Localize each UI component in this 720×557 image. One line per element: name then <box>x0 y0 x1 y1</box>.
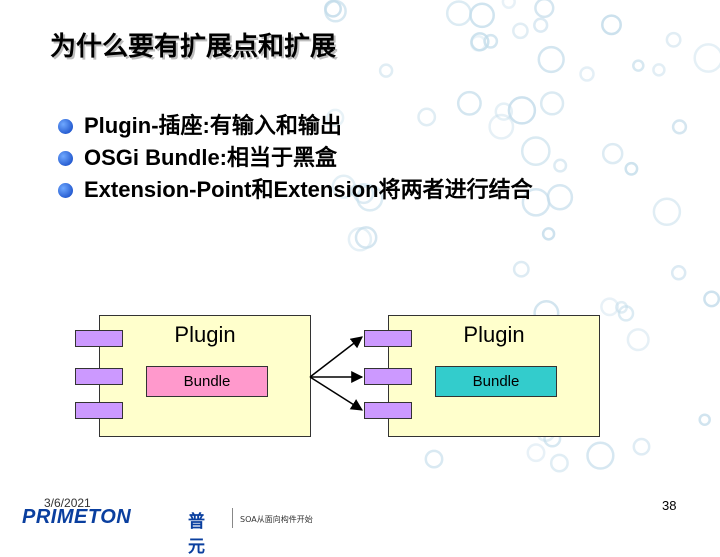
bg-circle <box>615 300 628 314</box>
bg-circle <box>601 142 624 165</box>
bg-circle <box>507 96 537 125</box>
bg-circle <box>549 453 569 473</box>
bg-circle <box>534 0 555 19</box>
bullet-dot-icon <box>58 119 73 134</box>
bg-circle <box>579 66 595 82</box>
connector-port <box>75 368 123 385</box>
bg-circle <box>469 2 495 29</box>
bg-circle <box>586 441 615 470</box>
logo-divider <box>232 508 233 528</box>
bg-circle <box>417 107 437 127</box>
bg-circle <box>424 449 444 469</box>
bullet-dot-icon <box>58 151 73 166</box>
bg-circle <box>445 0 472 27</box>
slide-date: 3/6/2021 <box>44 496 91 510</box>
bg-circle <box>470 32 490 52</box>
bg-circle <box>512 260 530 278</box>
logo-brand: PRIMETON <box>22 506 132 528</box>
bg-circle <box>693 43 720 73</box>
bg-circle <box>469 35 487 52</box>
bundle-label: Bundle <box>146 366 268 397</box>
bg-circle <box>601 14 622 36</box>
bg-circle <box>354 226 378 249</box>
bullet-item: Plugin-插座:有输入和输出 <box>58 110 638 142</box>
bg-circle <box>501 0 516 9</box>
logo-tagline: SOA从面向构件开始 <box>240 515 313 524</box>
bg-circle <box>526 443 546 463</box>
bg-circle <box>456 90 482 116</box>
plugin-label: Plugin <box>174 322 236 347</box>
plugin-box-right: Plugin Bundle <box>364 315 600 437</box>
bg-circle <box>521 187 551 217</box>
bg-circle <box>703 290 720 308</box>
plugin-label: Plugin <box>463 322 525 347</box>
bg-circle <box>488 113 515 140</box>
plugin-box-left: Plugin Bundle <box>75 315 311 437</box>
connector-port <box>364 402 412 419</box>
bullet-text: Plugin-插座:有输入和输出 <box>84 113 342 138</box>
bullet-text: OSGi Bundle:相当于黑盒 <box>84 145 338 170</box>
connector-port <box>364 330 412 347</box>
bg-circle <box>326 108 345 127</box>
bg-circle <box>632 437 651 456</box>
bg-circle <box>378 63 394 78</box>
bg-circle <box>652 63 666 77</box>
connector-port <box>364 368 412 385</box>
bundle-label: Bundle <box>435 366 557 397</box>
page-number: 38 <box>662 498 677 513</box>
bg-circle <box>494 102 514 121</box>
bg-circle <box>512 22 529 40</box>
bullet-dot-icon <box>58 183 73 198</box>
bg-circle <box>626 328 650 352</box>
bg-circle <box>553 158 568 173</box>
bg-circle <box>624 161 639 176</box>
bg-circle <box>324 0 347 23</box>
logo-chinese: 普元 <box>188 512 205 557</box>
connector-port <box>75 330 123 347</box>
bg-circle <box>537 45 565 74</box>
bg-circle <box>670 265 687 281</box>
bg-circle <box>652 197 682 227</box>
bg-circle <box>671 119 688 135</box>
bg-circle <box>698 413 711 426</box>
connector-port <box>75 402 123 419</box>
slide-title: 为什么要有扩展点和扩展 <box>50 32 337 62</box>
bg-circle <box>539 91 565 116</box>
bg-circle <box>541 227 556 241</box>
bg-circle <box>349 184 363 198</box>
bg-circle <box>533 17 549 33</box>
bg-circle <box>665 31 682 48</box>
bullet-text: Extension-Point和Extension将两者进行结合 <box>84 177 533 202</box>
bg-circle <box>632 59 645 72</box>
bg-circle <box>600 297 620 317</box>
bg-circle <box>520 136 551 166</box>
bullet-list: Plugin-插座:有输入和输出 OSGi Bundle:相当于黑盒 Exten… <box>58 110 638 206</box>
bg-circle <box>483 33 499 49</box>
bg-circle <box>353 183 375 205</box>
bullet-item: OSGi Bundle:相当于黑盒 <box>58 142 638 174</box>
bg-circle <box>356 184 384 212</box>
background-circle-pattern <box>324 0 720 473</box>
bullet-item: Extension-Point和Extension将两者进行结合 <box>58 174 638 206</box>
